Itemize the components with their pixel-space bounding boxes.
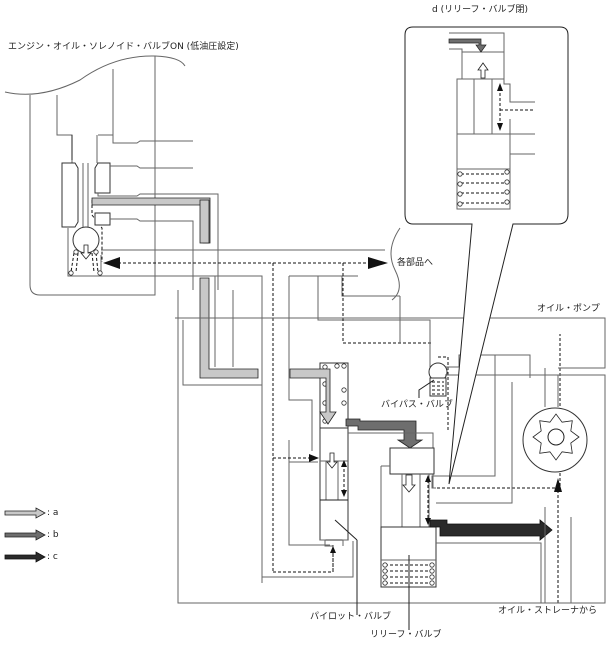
flow-b-arrow-icon <box>4 529 46 541</box>
flow-b-path <box>345 418 424 449</box>
legend-label-c: : c <box>47 552 58 562</box>
legend-item-c: : c <box>4 551 58 563</box>
pressure-signal-lines <box>103 257 561 573</box>
label-oil-pump: オイル・ポンプ <box>537 304 600 314</box>
flow-c-arrow-icon <box>4 551 46 563</box>
legend-item-a: : a <box>4 507 58 519</box>
pump-return-pipe <box>436 542 542 603</box>
flow-a-arrow-icon <box>4 507 46 519</box>
label-pilot-valve: パイロット・バルブ <box>310 612 392 622</box>
legend-label-b: : b <box>47 530 59 540</box>
detail-callout <box>404 26 569 485</box>
label-from-strainer: オイル・ストレーナから <box>498 606 598 616</box>
break-line <box>390 227 401 301</box>
oil-pump <box>175 317 606 604</box>
label-relief-valve: リリーフ・バルブ <box>370 630 442 640</box>
relief-valve <box>348 355 513 630</box>
legend-item-b: : b <box>4 529 59 541</box>
label-to-parts: 各部品へ <box>397 258 434 268</box>
flow-c-path <box>429 519 553 541</box>
solenoid-title: エンジン・オイル・ソレノイド・バルブON (低油圧設定) <box>8 42 239 52</box>
pilot-valve <box>289 362 358 610</box>
label-bypass-valve: バイパス・バルブ <box>381 400 453 410</box>
legend-label-a: : a <box>47 508 59 518</box>
detail-title: d (リリーフ・バルブ閉) <box>432 5 529 15</box>
flow-a-path-upper <box>91 197 259 379</box>
main-gallery <box>101 249 560 604</box>
bypass-valve <box>399 296 531 398</box>
solenoid-valve-housing <box>4 55 219 296</box>
